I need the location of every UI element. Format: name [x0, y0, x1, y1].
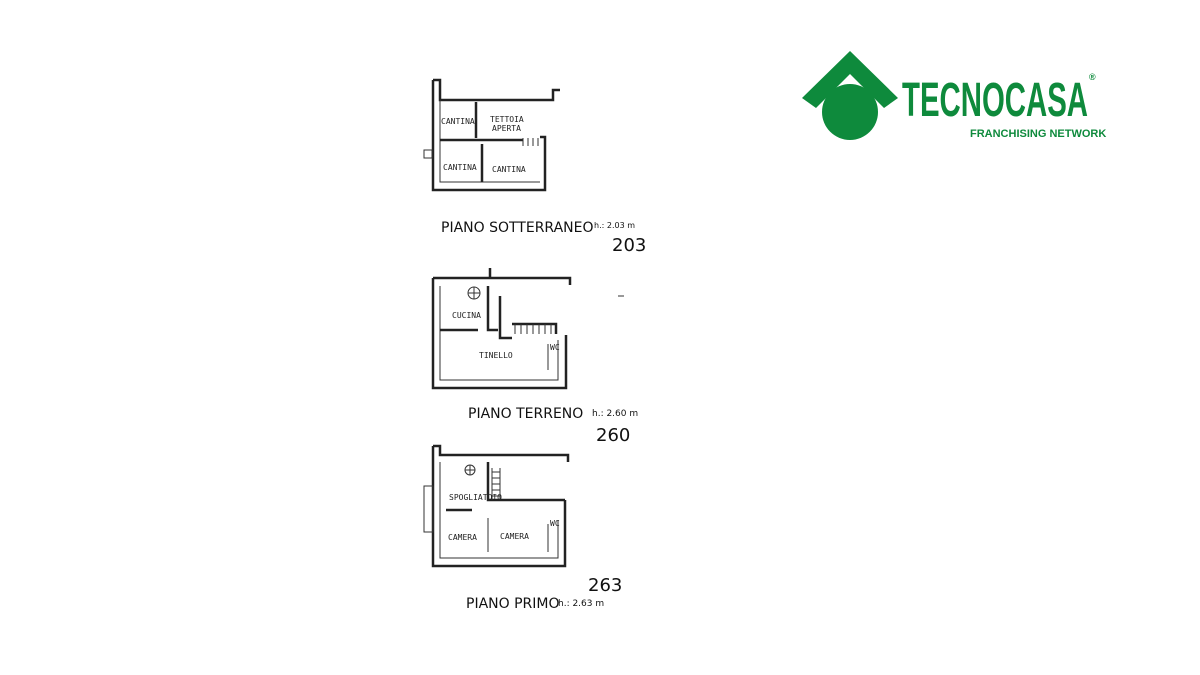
room-label: TINELLO — [479, 351, 513, 360]
room-label: APERTA — [492, 124, 521, 133]
brand-name: TECNOCASA — [902, 74, 1088, 127]
first-floor-plan: SPOGLIATOIO CAMERA CAMERA WC — [423, 444, 570, 568]
floor-height-value: 260 — [596, 425, 630, 446]
room-label: TETTOIA — [490, 115, 524, 124]
floor-height-value: 203 — [612, 235, 646, 256]
room-label: CANTINA — [443, 163, 477, 172]
floor-height-note: h.: 2.63 m — [558, 599, 604, 609]
room-label: SPOGLIATOIO — [449, 493, 502, 502]
floor-height-note: h.: 2.03 m — [594, 221, 635, 230]
room-label: CANTINA — [441, 117, 475, 126]
room-label: WC — [550, 519, 560, 528]
room-label: CANTINA — [492, 165, 526, 174]
room-label: CUCINA — [452, 311, 481, 320]
registered-mark: ® — [1089, 72, 1096, 82]
room-label: CAMERA — [448, 533, 477, 542]
room-label: WC — [550, 343, 560, 352]
floor-title: PIANO SOTTERRANEO — [441, 220, 594, 236]
room-label: CAMERA — [500, 532, 529, 541]
brand-tagline: FRANCHISING NETWORK — [970, 128, 1106, 140]
floor-height-value: 263 — [588, 575, 622, 596]
floor-height-note: h.: 2.60 m — [592, 409, 638, 419]
floor-title: PIANO PRIMO — [466, 596, 560, 612]
basement-plan: CANTINA TETTOIA APERTA CANTINA CANTINA — [423, 78, 560, 192]
tecnocasa-logo: TECNOCASA ® FRANCHISING NETWORK — [802, 51, 1106, 140]
ground-floor-plan: CUCINA TINELLO WC — [431, 268, 572, 390]
floor-title: PIANO TERRENO — [468, 406, 583, 422]
house-icon — [802, 51, 898, 140]
